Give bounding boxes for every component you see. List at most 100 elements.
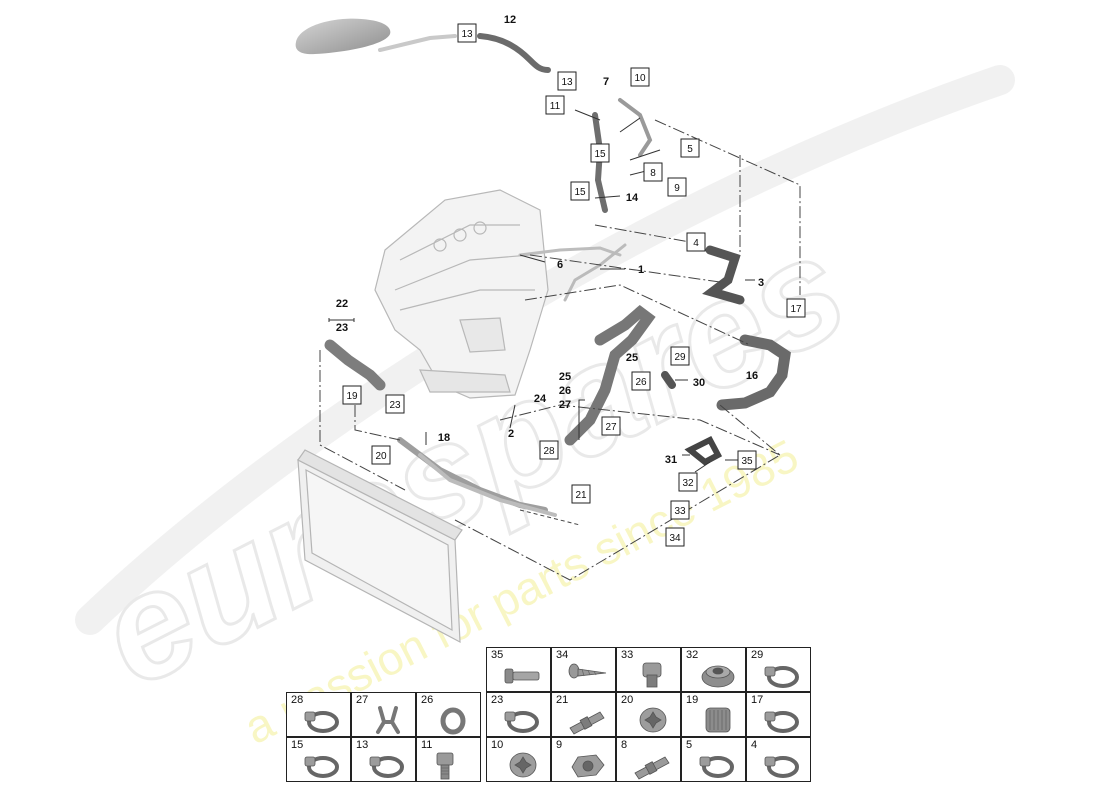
callout-box-label: 29 bbox=[674, 352, 686, 363]
callout-box-label: 20 bbox=[375, 451, 387, 462]
callout-box-label: 8 bbox=[650, 168, 656, 179]
part-thumb-number: 23 bbox=[491, 694, 504, 706]
callout-box-28: 28 bbox=[539, 440, 559, 460]
part-thumb-number: 26 bbox=[421, 694, 434, 706]
part-thumb-number: 8 bbox=[621, 739, 628, 751]
callout-box-label: 21 bbox=[575, 490, 587, 501]
callout-box-label: 13 bbox=[561, 77, 573, 88]
part-thumb-15[interactable]: 15 bbox=[286, 737, 351, 782]
part-thumb-9[interactable]: 9 bbox=[551, 737, 616, 782]
part-thumb-number: 4 bbox=[751, 739, 758, 751]
hose-clamp-icon bbox=[764, 711, 799, 733]
callout-box-frame bbox=[665, 527, 685, 547]
torx-bolt-icon bbox=[509, 752, 537, 778]
callout-box-29: 29 bbox=[670, 346, 690, 366]
callout-box-label: 5 bbox=[687, 144, 693, 155]
callout-box-11: 11 bbox=[545, 95, 565, 115]
callout-box-frame bbox=[342, 385, 362, 405]
part-thumb-number: 17 bbox=[751, 694, 764, 706]
callout-box-label: 10 bbox=[634, 73, 646, 84]
part-thumb-34[interactable]: 34 bbox=[551, 647, 616, 692]
torx-bolt-icon bbox=[639, 707, 667, 733]
callout-box-label: 33 bbox=[674, 506, 686, 517]
callout-box-label: 32 bbox=[682, 478, 694, 489]
part-thumb-32[interactable]: 32 bbox=[681, 647, 746, 692]
callout-box-21: 21 bbox=[571, 484, 591, 504]
callout-box-frame bbox=[686, 232, 706, 252]
part-thumb-number: 27 bbox=[356, 694, 369, 706]
hex-nut-icon bbox=[571, 754, 605, 778]
seal-ring-icon bbox=[440, 707, 466, 735]
callout-box-frame bbox=[371, 445, 391, 465]
part-thumb-5[interactable]: 5 bbox=[681, 737, 746, 782]
part-thumb-number: 11 bbox=[421, 739, 433, 751]
callout-number-12: 12 bbox=[504, 14, 516, 26]
part-thumb-11[interactable]: 11 bbox=[416, 737, 481, 782]
callout-box-label: 13 bbox=[461, 29, 473, 40]
callout-box-frame bbox=[643, 162, 663, 182]
callout-number-25: 25 bbox=[626, 352, 638, 364]
part-thumb-21[interactable]: 21 bbox=[551, 692, 616, 737]
callout-box-frame bbox=[545, 95, 565, 115]
part-thumb-29[interactable]: 29 bbox=[746, 647, 811, 692]
callout-box-frame bbox=[670, 500, 690, 520]
part-thumb-8[interactable]: 8 bbox=[616, 737, 681, 782]
callout-box-33: 33 bbox=[670, 500, 690, 520]
callout-box-label: 17 bbox=[790, 304, 802, 315]
callout-box-label: 27 bbox=[605, 422, 617, 433]
grommet-icon bbox=[701, 665, 735, 688]
callout-number-30: 30 bbox=[693, 377, 705, 389]
part-thumb-13[interactable]: 13 bbox=[351, 737, 416, 782]
callout-box-frame bbox=[457, 23, 477, 43]
callout-box-label: 4 bbox=[693, 238, 699, 249]
hose-clamp-icon bbox=[764, 756, 799, 778]
bolt-flange-icon bbox=[504, 668, 540, 684]
hose-clamp-icon bbox=[699, 756, 734, 778]
callout-box-frame bbox=[670, 346, 690, 366]
callout-box-frame bbox=[590, 143, 610, 163]
engine-block bbox=[374, 189, 549, 399]
callout-number-23u: 23 bbox=[336, 322, 348, 334]
part-thumb-10[interactable]: 10 bbox=[486, 737, 551, 782]
hose-clamp-icon bbox=[764, 666, 799, 688]
part-thumb-26[interactable]: 26 bbox=[416, 692, 481, 737]
part-thumb-33[interactable]: 33 bbox=[616, 647, 681, 692]
part-thumb-28[interactable]: 28 bbox=[286, 692, 351, 737]
callout-box-label: 28 bbox=[543, 446, 555, 457]
part-thumb-20[interactable]: 20 bbox=[616, 692, 681, 737]
part-thumb-17[interactable]: 17 bbox=[746, 692, 811, 737]
callout-number-27b: 27 bbox=[559, 399, 571, 411]
part-thumb-4[interactable]: 4 bbox=[746, 737, 811, 782]
part-thumb-number: 10 bbox=[491, 739, 504, 751]
callout-box-frame bbox=[678, 472, 698, 492]
callout-box-27: 27 bbox=[601, 416, 621, 436]
part-thumb-number: 20 bbox=[621, 694, 634, 706]
callout-box-10: 10 bbox=[630, 67, 650, 87]
spring-clip-icon bbox=[376, 706, 400, 734]
part-thumb-27[interactable]: 27 bbox=[351, 692, 416, 737]
callout-box-20: 20 bbox=[371, 445, 391, 465]
hose-clamp-icon bbox=[369, 756, 404, 778]
callout-number-6: 6 bbox=[557, 259, 563, 271]
callout-number-31: 31 bbox=[665, 454, 677, 466]
stud-icon bbox=[634, 756, 670, 780]
callout-box-frame bbox=[539, 440, 559, 460]
callout-box-26: 26 bbox=[631, 371, 651, 391]
callout-box-label: 23 bbox=[389, 400, 401, 411]
callout-box-34: 34 bbox=[665, 527, 685, 547]
callout-number-2: 2 bbox=[508, 428, 514, 440]
screw-icon bbox=[568, 663, 607, 679]
part-thumb-number: 35 bbox=[491, 649, 504, 661]
callout-box-8: 8 bbox=[643, 162, 663, 182]
callout-box-frame bbox=[557, 71, 577, 91]
part-thumb-35[interactable]: 35 bbox=[486, 647, 551, 692]
callout-number-14: 14 bbox=[626, 192, 639, 204]
part-thumb-number: 13 bbox=[356, 739, 369, 751]
part-thumb-number: 19 bbox=[686, 694, 699, 706]
hose-clamp-icon bbox=[304, 756, 339, 778]
callout-box-15b: 15 bbox=[570, 181, 590, 201]
part-thumb-number: 34 bbox=[556, 649, 569, 661]
part-thumb-23[interactable]: 23 bbox=[486, 692, 551, 737]
part-thumb-19[interactable]: 19 bbox=[681, 692, 746, 737]
